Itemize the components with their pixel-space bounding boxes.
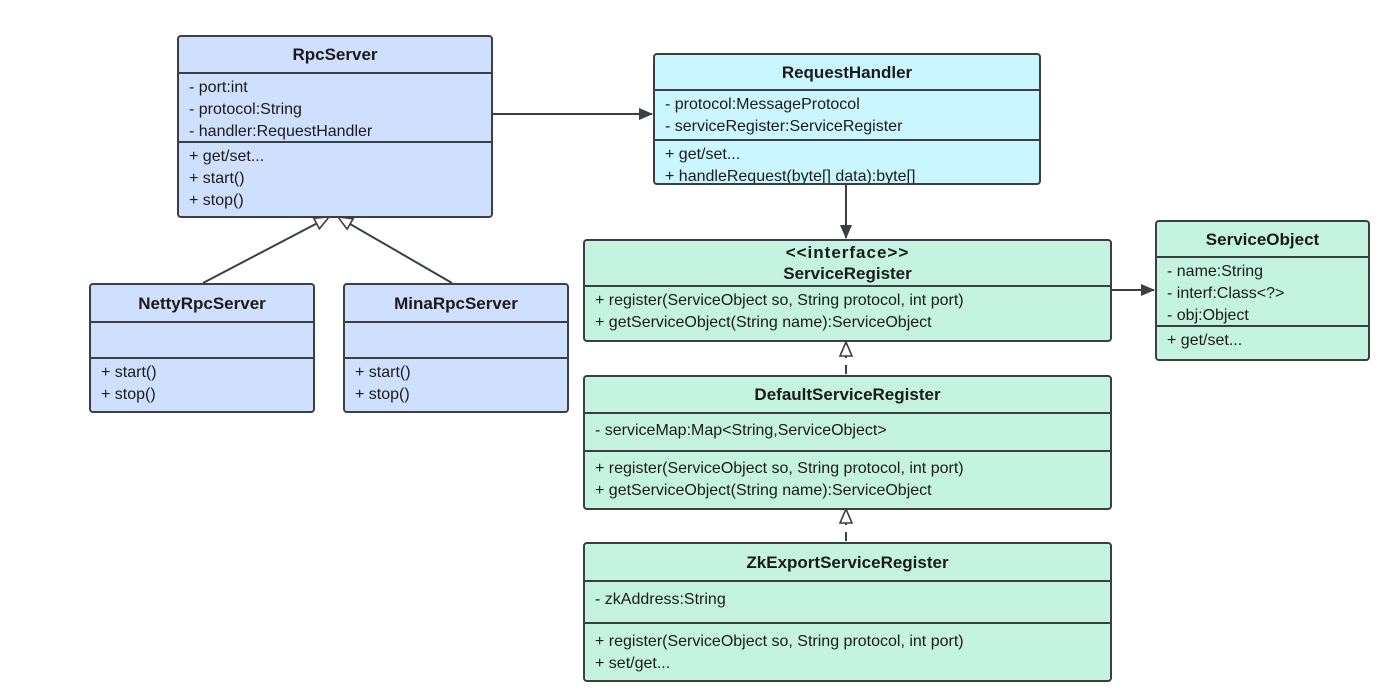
method: + get/set... — [665, 146, 741, 163]
class-request-handler: RequestHandler - protocol:MessageProtoco… — [653, 53, 1041, 185]
attribute: - interf:Class<?> — [1167, 285, 1285, 302]
attributes-section: - zkAddress:String — [585, 582, 1110, 624]
attributes-section: - protocol:MessageProtocol - serviceRegi… — [655, 91, 1039, 141]
class-name: ServiceObject — [1157, 222, 1368, 258]
method: + start() — [189, 170, 245, 187]
class-service-register: <<interface>> ServiceRegister + register… — [583, 239, 1112, 342]
attribute: - protocol:MessageProtocol — [665, 96, 860, 113]
class-name: RpcServer — [179, 37, 491, 74]
methods-section: + get/set... — [1157, 327, 1368, 352]
attribute: - handler:RequestHandler — [189, 123, 373, 140]
method: + set/get... — [595, 655, 671, 672]
class-header: <<interface>> ServiceRegister — [585, 241, 1110, 287]
class-service-object: ServiceObject - name:String - interf:Cla… — [1155, 220, 1370, 361]
class-name: MinaRpcServer — [345, 285, 567, 323]
methods-section: + get/set... + start() + stop() — [179, 143, 491, 212]
method: + stop() — [355, 386, 410, 403]
attribute: - port:int — [189, 79, 248, 96]
class-name: NettyRpcServer — [91, 285, 313, 323]
attribute: - serviceMap:Map<String,ServiceObject> — [595, 422, 887, 439]
method: + getServiceObject(String name):ServiceO… — [595, 314, 932, 331]
attributes-section: - serviceMap:Map<String,ServiceObject> — [585, 414, 1110, 452]
class-mina-rpc-server: MinaRpcServer + start() + stop() — [343, 283, 569, 413]
method: + start() — [355, 364, 411, 381]
methods-section: + get/set... + handleRequest(byte[] data… — [655, 141, 1039, 185]
class-name: RequestHandler — [655, 55, 1039, 91]
method: + getServiceObject(String name):ServiceO… — [595, 482, 932, 499]
method: + get/set... — [1167, 332, 1243, 349]
attributes-section — [345, 323, 567, 359]
methods-section: + start() + stop() — [345, 359, 567, 406]
method: + start() — [101, 364, 157, 381]
attribute: - serviceRegister:ServiceRegister — [665, 118, 903, 135]
class-name: ServiceRegister — [783, 264, 912, 283]
class-netty-rpc-server: NettyRpcServer + start() + stop() — [89, 283, 315, 413]
method: + stop() — [189, 192, 244, 209]
attributes-section: - port:int - protocol:String - handler:R… — [179, 74, 491, 143]
methods-section: + register(ServiceObject so, String prot… — [585, 452, 1110, 502]
method: + stop() — [101, 386, 156, 403]
methods-section: + register(ServiceObject so, String prot… — [585, 624, 1110, 675]
method: + handleRequest(byte[] data):byte[] — [665, 168, 916, 185]
class-rpc-server: RpcServer - port:int - protocol:String -… — [177, 35, 493, 218]
methods-section: + register(ServiceObject so, String prot… — [585, 287, 1110, 334]
method: + get/set... — [189, 148, 265, 165]
attribute: - zkAddress:String — [595, 591, 726, 608]
class-zk-export-service-register: ZkExportServiceRegister - zkAddress:Stri… — [583, 542, 1112, 682]
attributes-section — [91, 323, 313, 359]
attribute: - obj:Object — [1167, 307, 1249, 324]
attribute: - protocol:String — [189, 101, 302, 118]
edge-mina-rpcserver — [338, 217, 453, 284]
attributes-section: - name:String - interf:Class<?> - obj:Ob… — [1157, 258, 1368, 327]
attribute: - name:String — [1167, 263, 1264, 280]
class-default-service-register: DefaultServiceRegister - serviceMap:Map<… — [583, 375, 1112, 510]
edge-netty-rpcserver — [202, 217, 329, 284]
class-name: ZkExportServiceRegister — [585, 544, 1110, 582]
methods-section: + start() + stop() — [91, 359, 313, 406]
method: + register(ServiceObject so, String prot… — [595, 460, 964, 477]
class-name: DefaultServiceRegister — [585, 377, 1110, 414]
stereotype-label: <<interface>> — [785, 243, 910, 262]
method: + register(ServiceObject so, String prot… — [595, 292, 964, 309]
method: + register(ServiceObject so, String prot… — [595, 633, 964, 650]
